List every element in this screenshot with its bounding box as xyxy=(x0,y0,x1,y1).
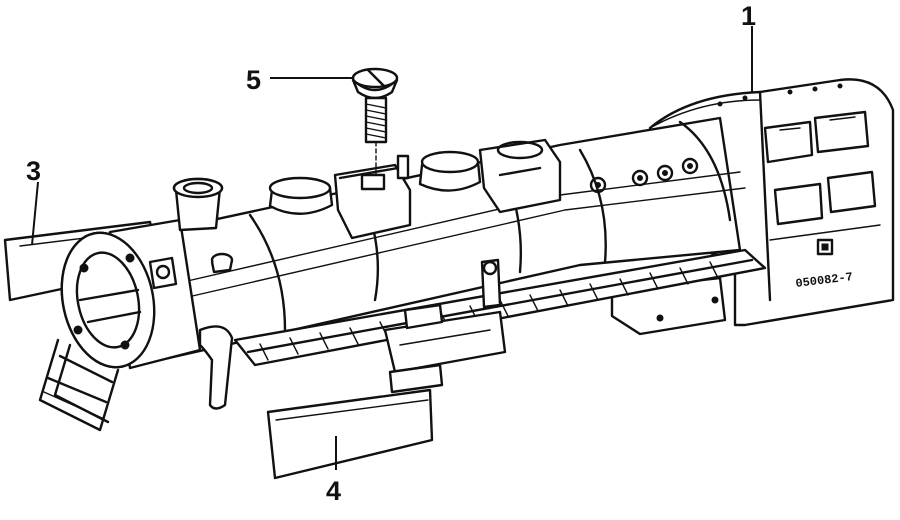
pipe-column xyxy=(480,258,502,309)
small-dome xyxy=(210,252,234,274)
front-support-leg xyxy=(198,325,234,410)
leader-line-3 xyxy=(31,181,39,246)
callout-3: 3 xyxy=(26,156,41,186)
callout-1: 1 xyxy=(741,1,756,31)
steam-dome xyxy=(418,150,482,192)
callout-5: 5 xyxy=(246,65,261,95)
front-step-ladder xyxy=(38,338,120,432)
callout-4: 4 xyxy=(326,476,341,506)
number-plate-text: 050082-7 xyxy=(795,270,854,291)
part-5-screw xyxy=(351,67,399,176)
feedwater-pump-2 xyxy=(478,138,562,214)
smokebox xyxy=(60,218,202,370)
feedwater-pump-1 xyxy=(333,163,412,240)
part-4-skirt-plate xyxy=(266,388,434,480)
sand-dome xyxy=(268,176,334,215)
reversing-rod-bracket xyxy=(383,303,507,394)
chimney xyxy=(172,177,224,232)
